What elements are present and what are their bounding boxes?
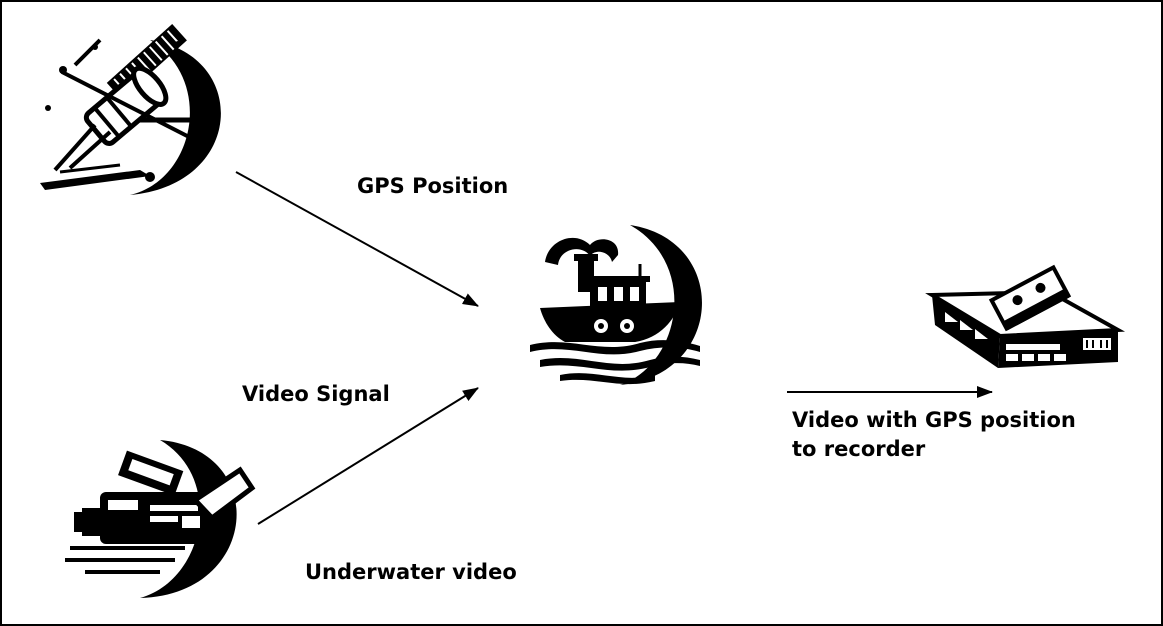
satellite-icon (40, 23, 221, 195)
gps-arrow (235, 171, 479, 307)
recorder-label-line2: to recorder (792, 437, 926, 461)
gps-position-label: GPS Position (357, 174, 509, 198)
video-camera-icon (65, 440, 256, 598)
video-signal-label: Video Signal (242, 382, 390, 406)
recorder-label: Video with GPS position to recorder (792, 406, 1076, 464)
video-signal-arrow (257, 387, 479, 525)
video-recorder-icon (925, 264, 1126, 368)
underwater-video-label: Underwater video (305, 560, 517, 584)
tugboat-icon (530, 225, 702, 385)
recorder-label-line1: Video with GPS position (792, 408, 1076, 432)
